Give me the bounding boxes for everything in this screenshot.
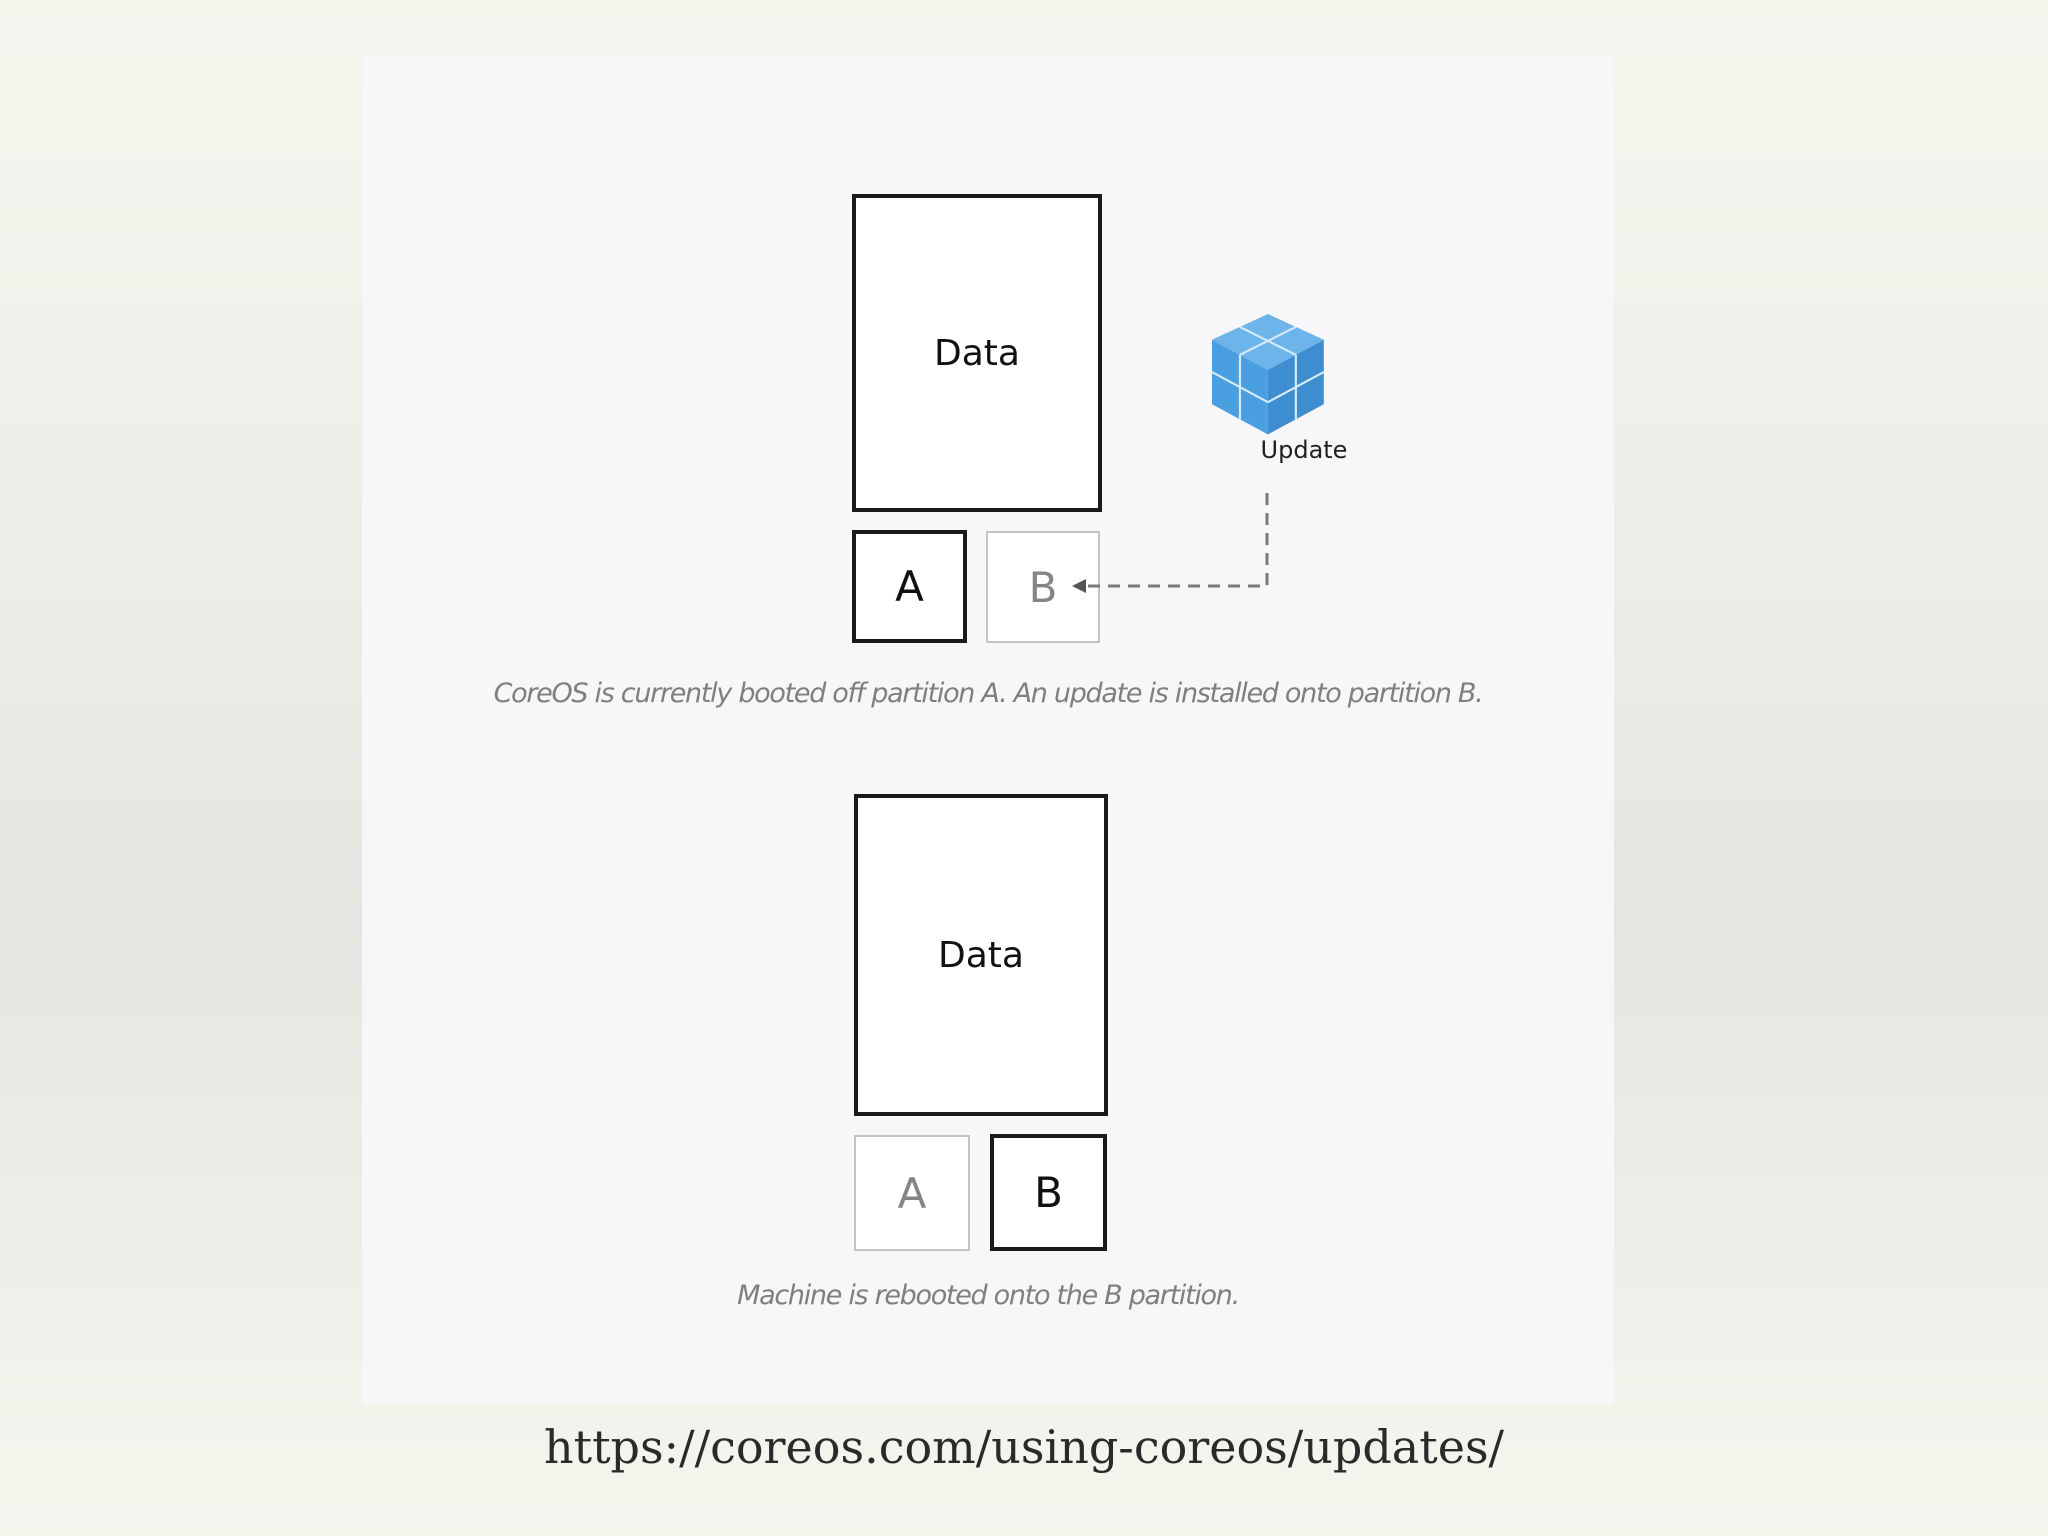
update-cube-icon: [1211, 314, 1325, 435]
update-arrow: [1072, 493, 1269, 593]
bottom-partition-b: B: [990, 1134, 1107, 1251]
bottom-caption: Machine is rebooted onto the B partition…: [737, 1280, 1240, 1311]
diagram-graphics: [1061, 314, 1325, 1243]
top-data-partition: Data: [852, 194, 1102, 512]
update-label: Update: [1260, 436, 1348, 464]
bottom-partition-a: A: [854, 1135, 970, 1251]
bottom-partition-b-label: B: [1034, 1168, 1063, 1217]
top-partition-a-label: A: [895, 562, 924, 611]
top-partition-a: A: [852, 530, 967, 643]
bottom-partition-a-label: A: [897, 1168, 927, 1218]
top-caption: CoreOS is currently booted off partition…: [493, 678, 1484, 709]
bottom-data-label: Data: [938, 934, 1024, 976]
top-data-label: Data: [934, 332, 1020, 374]
top-partition-b-label: B: [1028, 562, 1058, 612]
source-url: https://coreos.com/using-coreos/updates/: [543, 1420, 1505, 1474]
bottom-data-partition: Data: [854, 794, 1108, 1116]
diagram-panel: Data A B: [362, 56, 1614, 1404]
